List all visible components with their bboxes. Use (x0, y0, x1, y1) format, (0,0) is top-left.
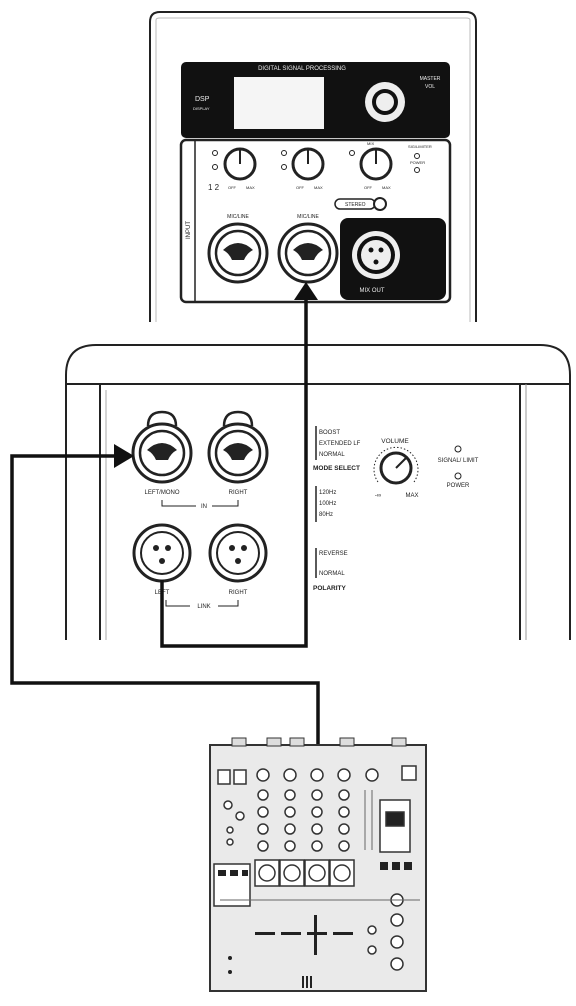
channel-numbers: 1 2 (208, 183, 220, 192)
master-vol-label-2: VOL (425, 84, 435, 90)
in-right-jack[interactable] (207, 410, 269, 484)
dsp-header: DIGITAL SIGNAL PROCESSING (258, 66, 346, 72)
polarity-normal: NORMAL (319, 571, 345, 577)
in-label: IN (201, 504, 207, 510)
mode-select-label: MODE SELECT (313, 465, 360, 472)
knob3-top: MIX (367, 141, 374, 146)
mix-out-label: MIX OUT (360, 288, 385, 294)
link-right-label: RIGHT (229, 590, 248, 596)
in-left-label: LEFT/MONO (144, 490, 179, 496)
mic-line-1-label: MIC/LINE (227, 214, 249, 220)
dsp-sub: DISPLAY (193, 106, 210, 111)
master-vol-label: MASTER (420, 76, 441, 82)
cable-link-to-top (160, 296, 308, 648)
cables (10, 296, 320, 745)
arrow-up-icon (294, 282, 318, 300)
link-right-jack[interactable] (208, 523, 268, 583)
top-speaker-unit: DIGITAL SIGNAL PROCESSING DSP DISPLAY MA… (149, 11, 477, 322)
mix-knob[interactable] (359, 147, 393, 181)
volume-knob[interactable] (373, 446, 419, 485)
knob1-min: OFF (228, 185, 237, 190)
mode-option-extended-lf: EXTENDED LF (319, 441, 361, 447)
status-limiter: SIG/LIMITER (408, 144, 432, 149)
arrow-right-icon (114, 444, 134, 468)
volume-max: MAX (405, 493, 418, 499)
knob1-max: MAX (246, 185, 255, 190)
mix-out-jack[interactable] (352, 231, 400, 279)
cable-mixer-to-sub (10, 454, 320, 745)
dsp-label: DSP (195, 96, 210, 103)
crossover-80hz: 80Hz (319, 512, 333, 518)
polarity-reverse: REVERSE (319, 551, 348, 557)
knob2-min: OFF (296, 185, 305, 190)
knob3-max: MAX (382, 185, 391, 190)
stereo-led-icon (373, 197, 387, 211)
dsp-display (234, 77, 324, 129)
channel-1-gain-knob[interactable] (223, 147, 257, 181)
in-right-label: RIGHT (229, 490, 248, 496)
status-power: POWER (410, 160, 425, 165)
power-led-icon (454, 472, 462, 480)
link-left-jack[interactable] (132, 523, 192, 583)
link-label: LINK (197, 604, 210, 610)
knob3-min: OFF (364, 185, 373, 190)
input-side-label: INPUT (186, 221, 192, 239)
power-label: POWER (447, 483, 470, 489)
stereo-label: STEREO (345, 202, 366, 208)
in-left-mono-jack[interactable] (131, 410, 193, 484)
signal-limit-label: SIGNAL/ LIMIT (438, 458, 479, 464)
dj-mixer (209, 737, 427, 992)
mic-line-2-jack[interactable] (277, 222, 339, 284)
volume-label: VOLUME (381, 438, 409, 445)
volume-min: -∞ (375, 493, 381, 499)
subwoofer-unit: LEFT/MONO RIGHT IN LEFT RIGHT LINK BOOST… (65, 344, 571, 640)
channel-2-gain-knob[interactable] (291, 147, 325, 181)
knob2-max: MAX (314, 185, 323, 190)
mode-option-normal: NORMAL (319, 452, 345, 458)
mic-line-2-label: MIC/LINE (297, 214, 319, 220)
signal-limit-led-icon (454, 445, 462, 453)
mic-line-1-jack[interactable] (207, 222, 269, 284)
crossover-120hz: 120Hz (319, 490, 336, 496)
polarity-label: POLARITY (313, 585, 347, 592)
crossover-100hz: 100Hz (319, 501, 336, 507)
mode-option-boost: BOOST (319, 430, 340, 436)
